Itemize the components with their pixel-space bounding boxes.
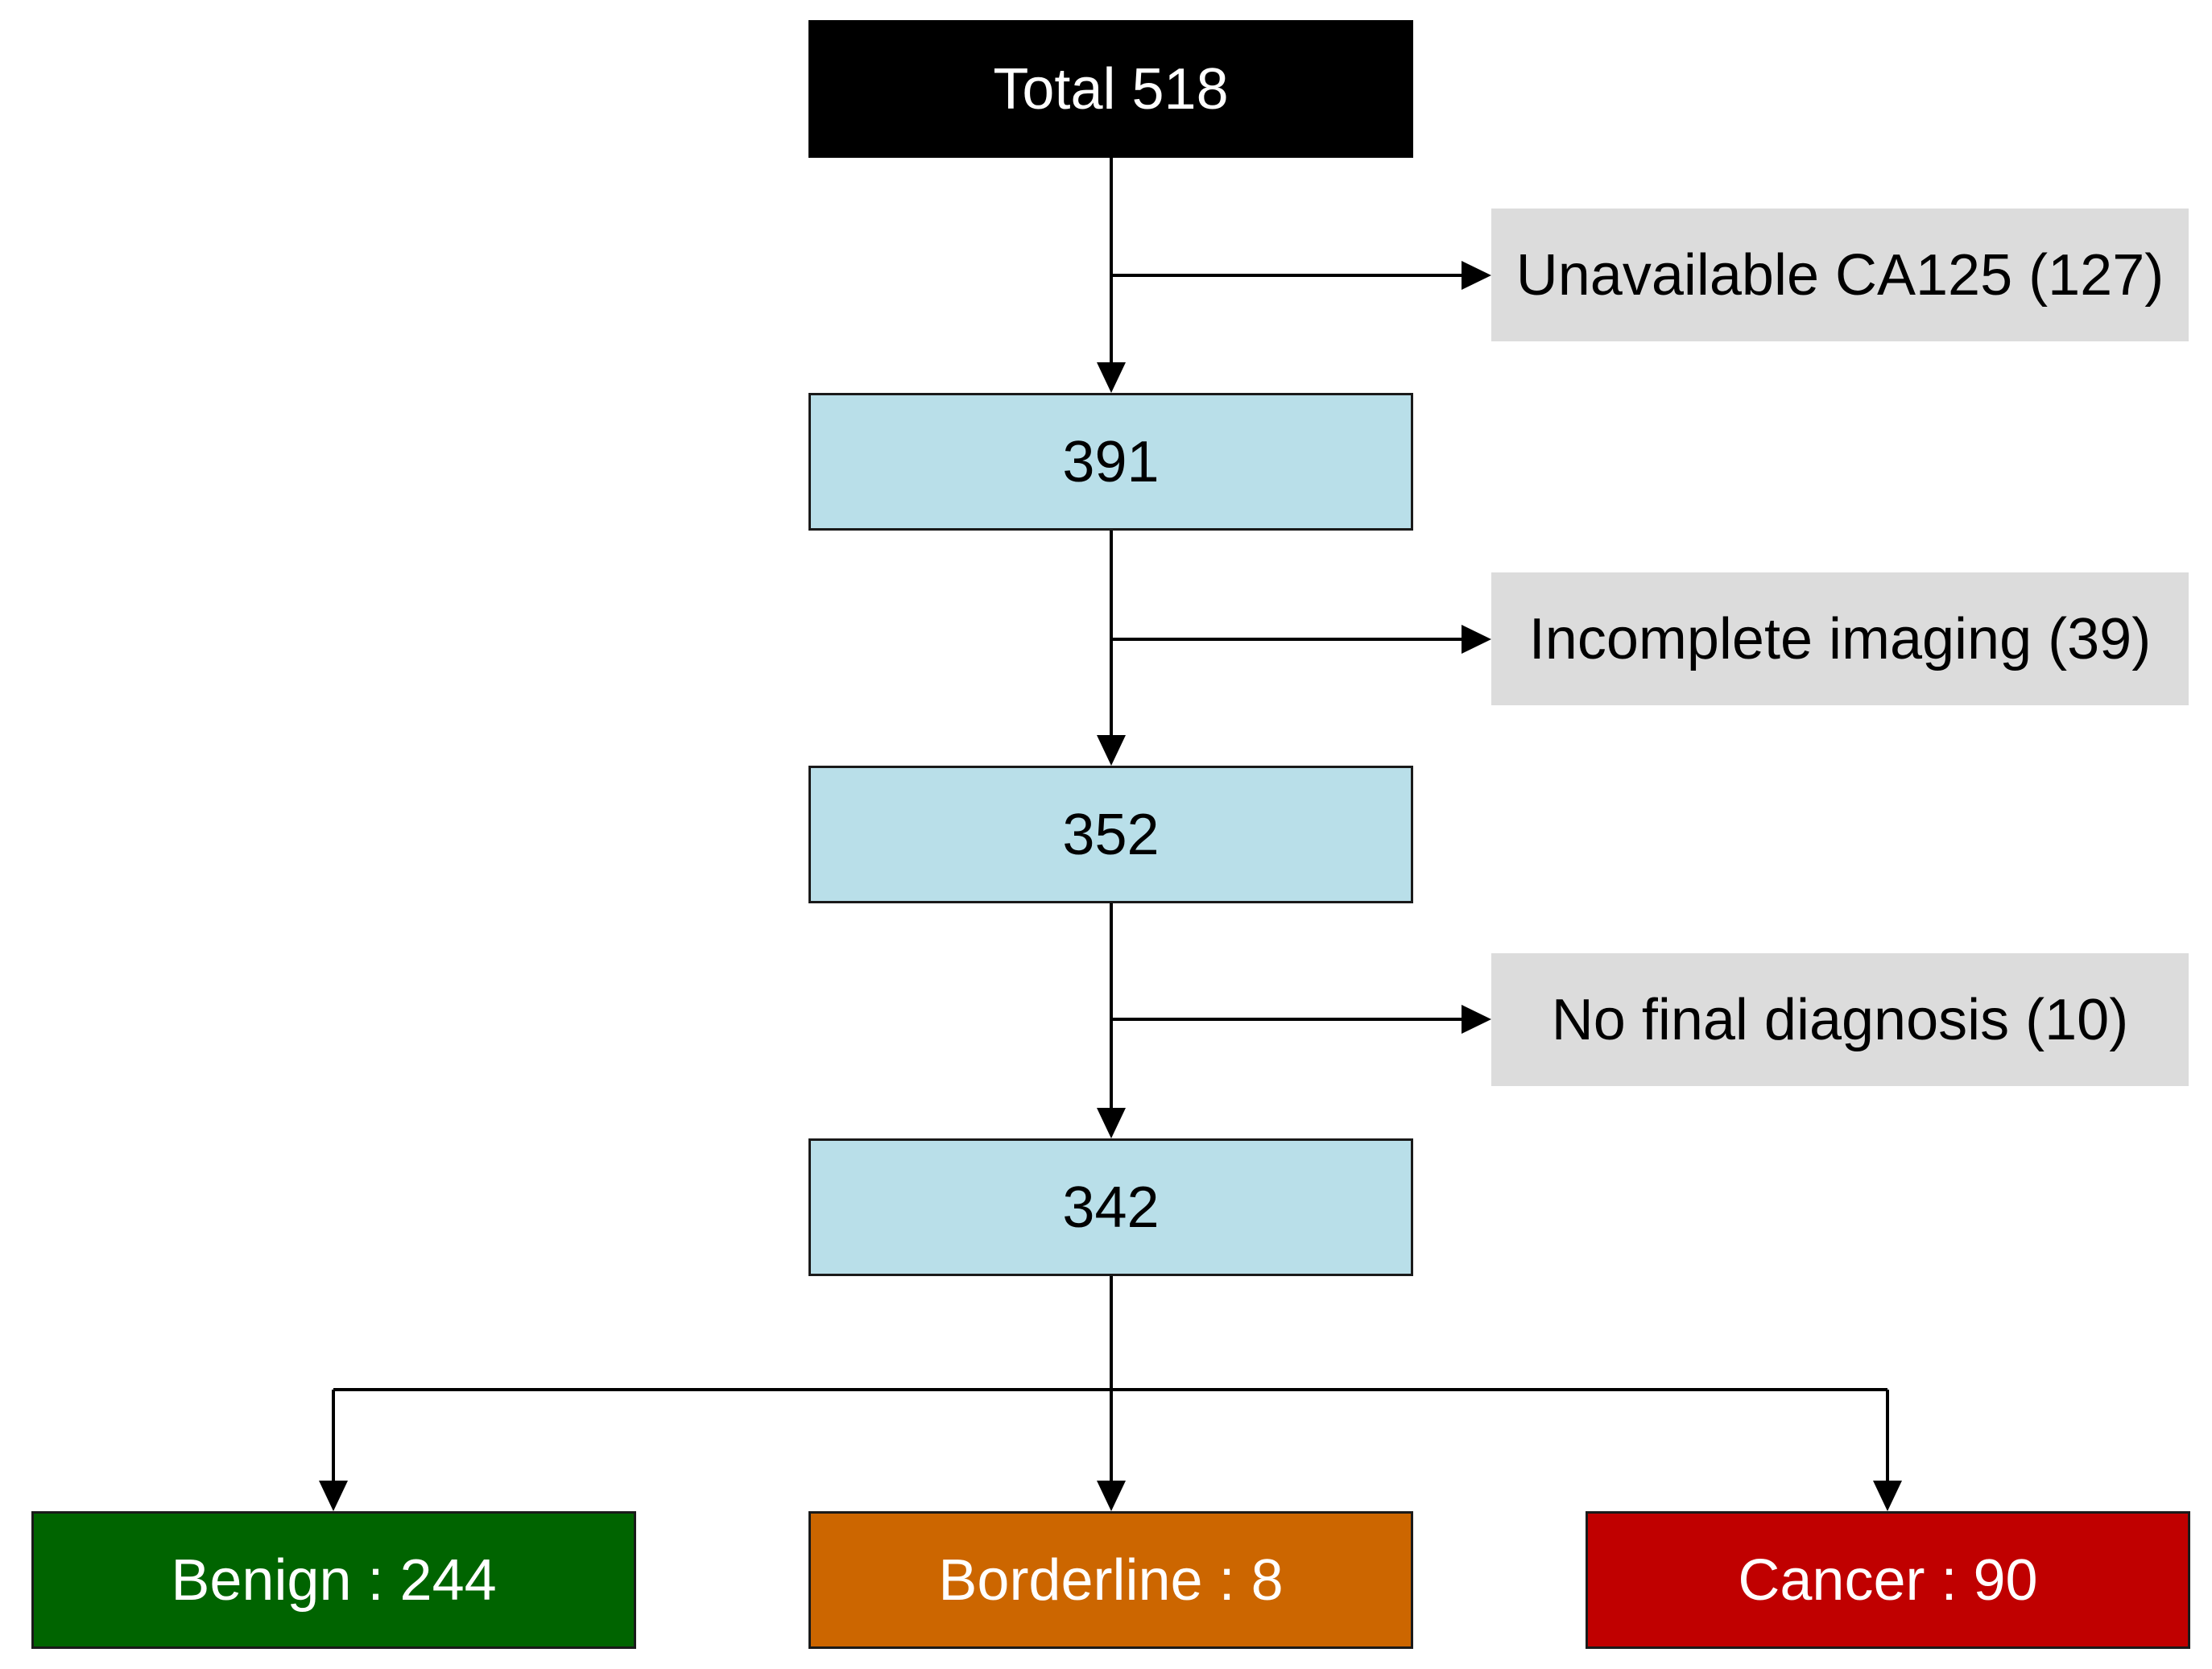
- arrowhead-benign: [319, 1481, 348, 1511]
- exclusion-label-3: No final diagnosis (10): [1551, 987, 2129, 1052]
- stage-box-1: 391: [808, 393, 1413, 531]
- exclusion-box-1: Unavailable CA125 (127): [1491, 209, 2189, 341]
- stage-count-2: 352: [1062, 802, 1160, 867]
- outcome-box-borderline: Borderline : 8: [808, 1511, 1413, 1649]
- outcome-label-cancer: Cancer : 90: [1738, 1547, 2038, 1613]
- stage-count-1: 391: [1062, 429, 1160, 494]
- outcome-label-benign: Benign : 244: [171, 1547, 497, 1613]
- stage-box-2: 352: [808, 766, 1413, 903]
- stage-box-3: 342: [808, 1138, 1413, 1276]
- outcome-box-cancer: Cancer : 90: [1586, 1511, 2190, 1649]
- arrowhead-borderline: [1097, 1481, 1126, 1511]
- total-label: Total 518: [993, 56, 1229, 122]
- stage-count-3: 342: [1062, 1175, 1160, 1240]
- outcome-label-borderline: Borderline : 8: [938, 1547, 1284, 1613]
- exclusion-box-3: No final diagnosis (10): [1491, 953, 2189, 1086]
- arrowhead-exclusion-3: [1462, 1005, 1491, 1034]
- arrowhead-cancer: [1873, 1481, 1902, 1511]
- arrowhead-342: [1097, 1108, 1126, 1138]
- outcome-box-benign: Benign : 244: [31, 1511, 636, 1649]
- exclusion-label-1: Unavailable CA125 (127): [1515, 242, 2164, 308]
- arrowhead-391: [1097, 362, 1126, 393]
- arrowhead-exclusion-2: [1462, 625, 1491, 654]
- exclusion-box-2: Incomplete imaging (39): [1491, 572, 2189, 705]
- arrowhead-352: [1097, 735, 1126, 766]
- exclusion-label-2: Incomplete imaging (39): [1528, 606, 2152, 671]
- arrowhead-exclusion-1: [1462, 261, 1491, 290]
- total-box: Total 518: [808, 20, 1413, 158]
